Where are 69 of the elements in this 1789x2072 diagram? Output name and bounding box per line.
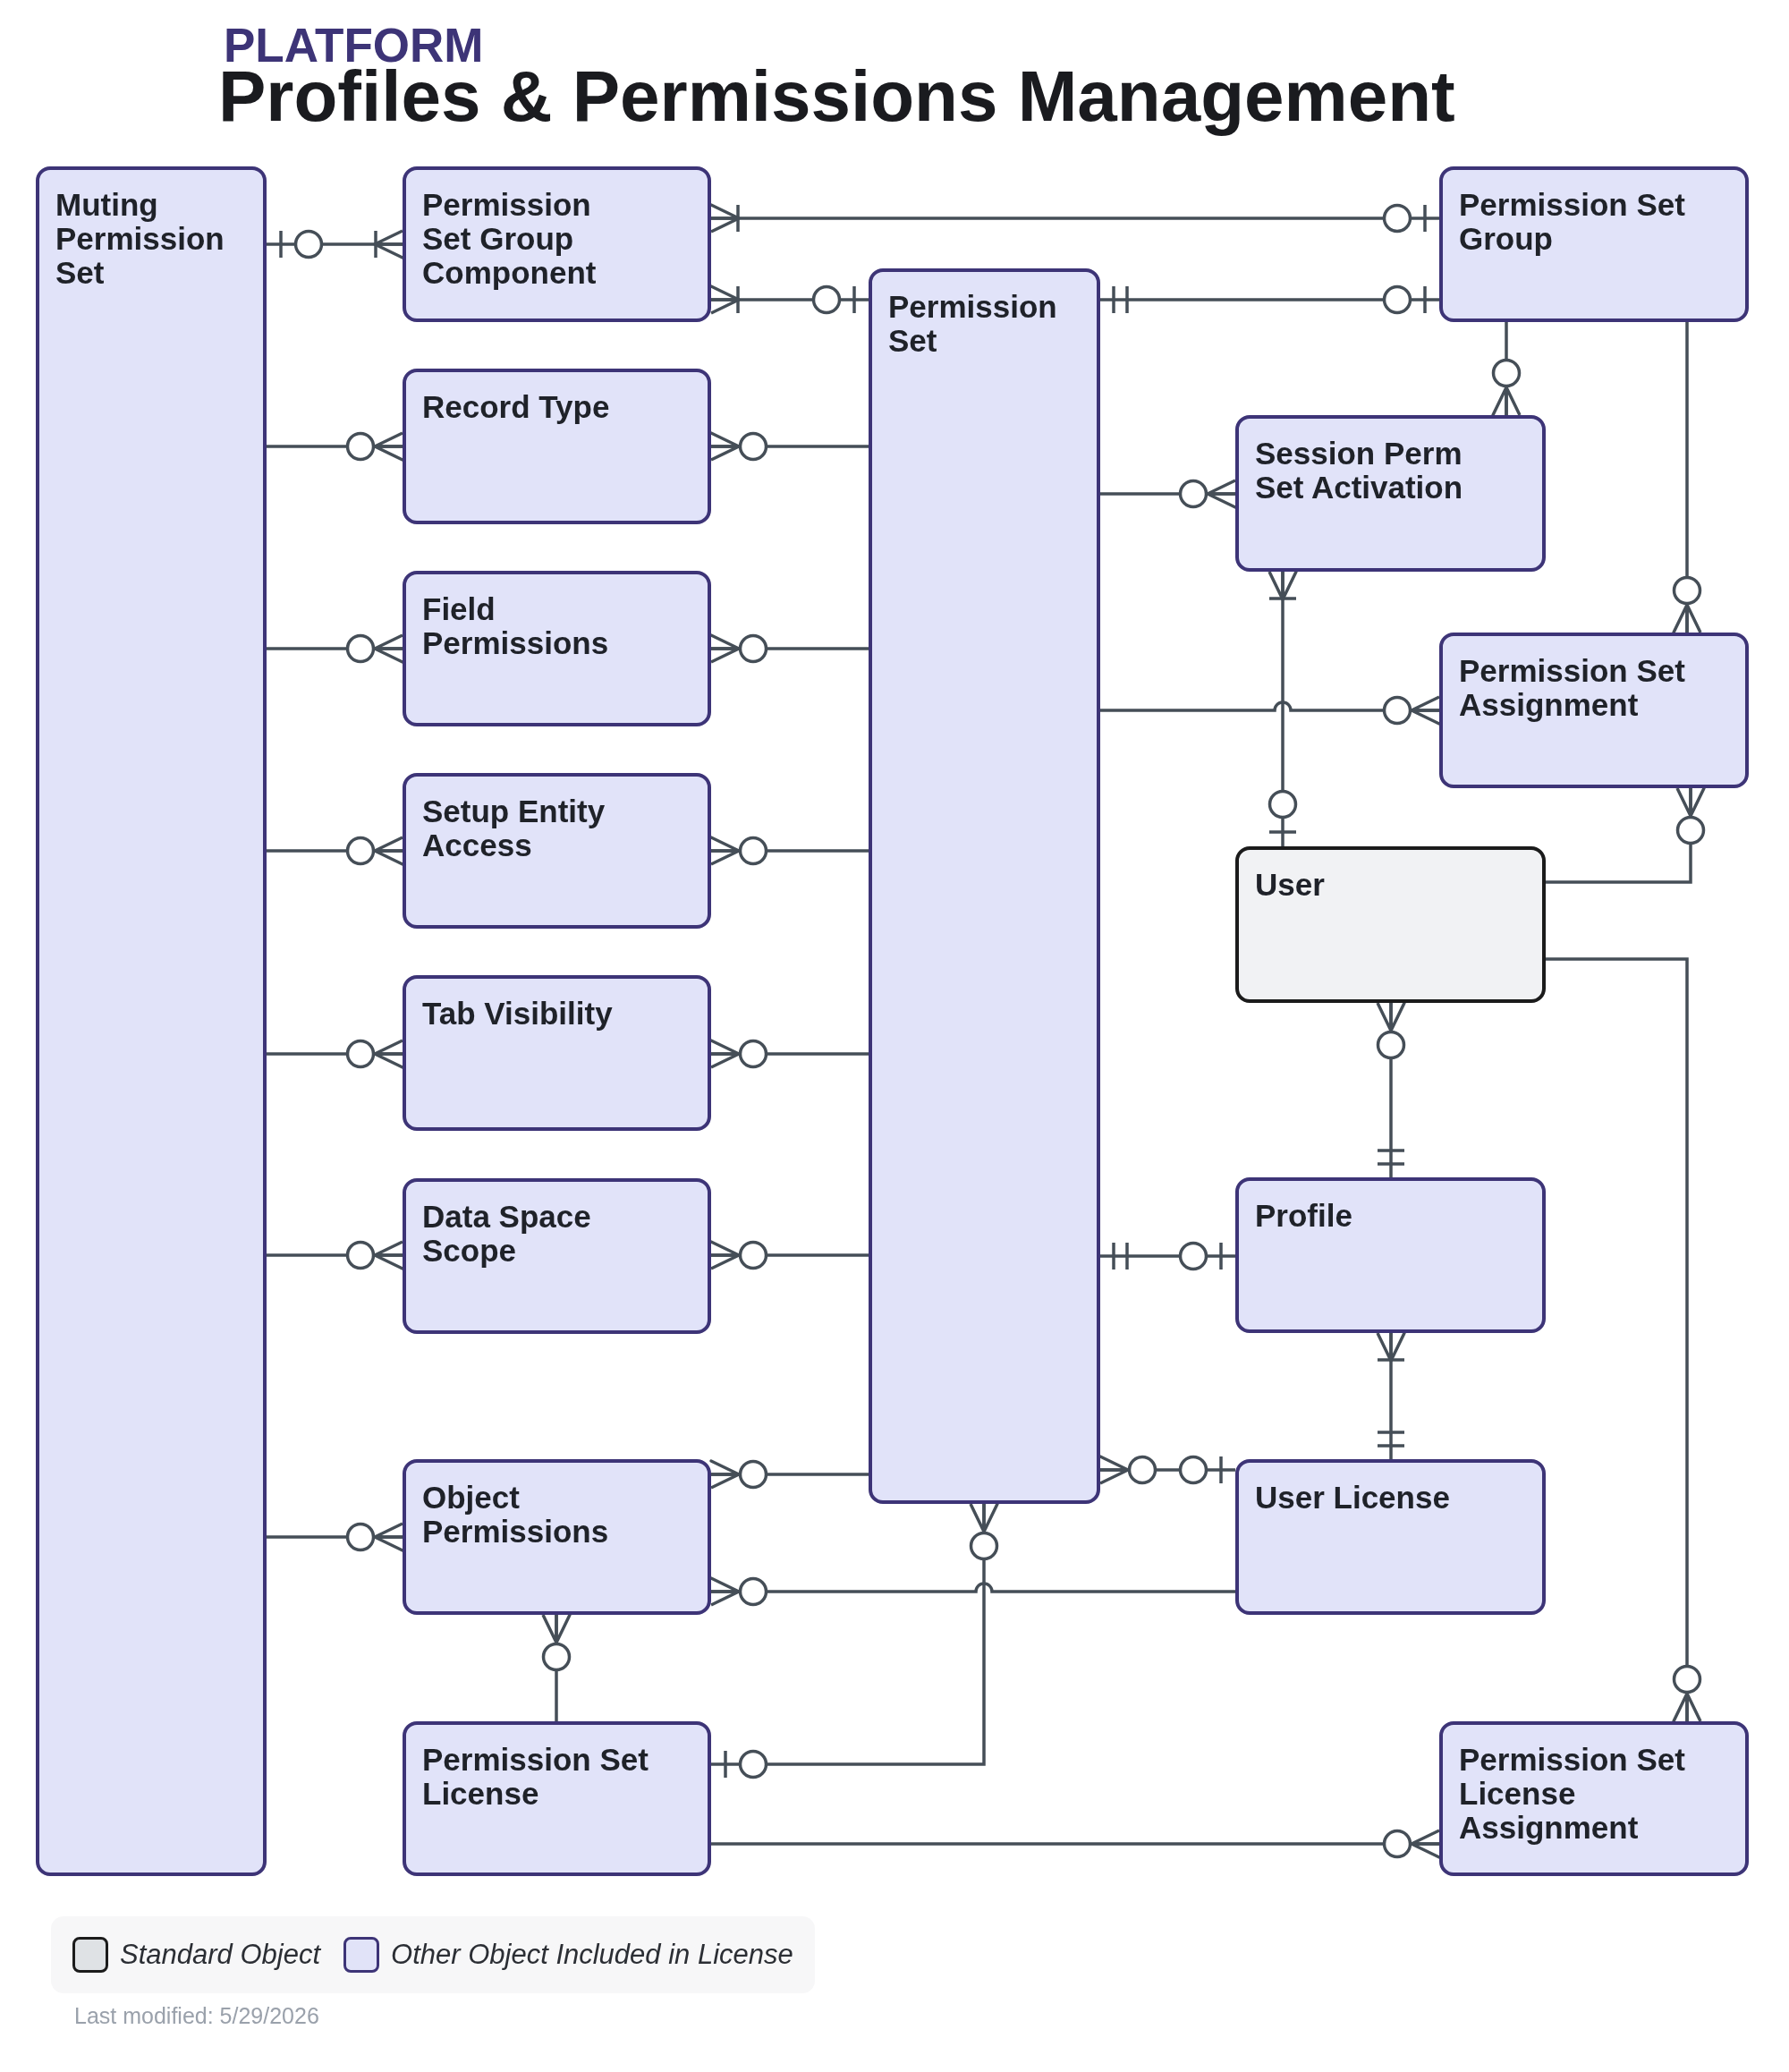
- relationship-line: [1100, 284, 1439, 315]
- relationship-line: [541, 1613, 572, 1721]
- relationship-line: [709, 431, 869, 462]
- entity-box: [869, 268, 1100, 1504]
- relationship-line: [709, 1459, 869, 1490]
- relationship-line: [709, 1576, 1235, 1607]
- entity-name: Permission Set Assignment: [1459, 654, 1686, 722]
- relationship-line: [711, 1502, 999, 1779]
- relationship-line: [1100, 1241, 1235, 1271]
- relationship-line: [1672, 322, 1702, 634]
- entity-name: Field Permissions: [422, 592, 610, 660]
- entity-name: Muting Permission Set: [55, 188, 225, 290]
- entity-name: Permission Set: [888, 290, 1058, 358]
- legend-label: Standard Object: [120, 1938, 321, 1972]
- entity-box: [403, 1459, 711, 1615]
- relationship-line: [1100, 479, 1237, 509]
- entity-name: User License: [1255, 1481, 1450, 1515]
- entity-box: [1235, 1459, 1546, 1615]
- entity-name: Profile: [1255, 1199, 1352, 1233]
- entity-name: Record Type: [422, 390, 610, 424]
- relationship-line: [709, 203, 1439, 234]
- entity-name: User: [1255, 868, 1325, 902]
- relationship-line: [1098, 1455, 1235, 1485]
- entity-name: Permission Set License Assignment: [1459, 1743, 1686, 1845]
- relationship-line: [1268, 570, 1298, 846]
- entity-name: Object Permissions: [422, 1481, 610, 1549]
- relationship-line: [1546, 957, 1702, 1723]
- relationship-line: [711, 1829, 1441, 1859]
- entity-box: [36, 166, 267, 1876]
- relationship-line: [709, 1240, 869, 1270]
- entity-box: [403, 1721, 711, 1876]
- category-label: PLATFORM: [224, 21, 484, 69]
- entity-box: [403, 975, 711, 1131]
- relationship-line: [267, 1522, 404, 1552]
- entity-box: [403, 166, 711, 322]
- relationship-line: [1376, 1001, 1406, 1177]
- entity-name: Setup Entity Access: [422, 794, 606, 862]
- entity-box: [1235, 846, 1546, 1003]
- relationship-line: [709, 284, 869, 315]
- relationship-line: [267, 431, 404, 462]
- entity-box: [1439, 1721, 1749, 1876]
- entity-box: [403, 369, 711, 524]
- relationship-line: [267, 229, 404, 259]
- relationship-line: [267, 1240, 404, 1270]
- relationship-line: [267, 836, 404, 866]
- relationship-line: [1491, 322, 1522, 417]
- legend-label: Other Object Included in License: [391, 1938, 793, 1972]
- relationship-line: [709, 1039, 869, 1069]
- entity-name: Session Perm Set Activation: [1255, 437, 1464, 505]
- entity-name: Permission Set License: [422, 1743, 649, 1811]
- entity-box: [403, 571, 711, 726]
- entity-box: [1439, 633, 1749, 788]
- relationship-line: [1376, 1331, 1406, 1459]
- relationship-line: [1546, 786, 1706, 884]
- relationship-line: [709, 633, 869, 664]
- entity-name: Tab Visibility: [422, 997, 613, 1031]
- relationship-line: [267, 1039, 404, 1069]
- entity-box: [1235, 415, 1546, 572]
- entity-box: [1235, 1177, 1546, 1333]
- entity-box: [1439, 166, 1749, 322]
- entity-name: Data Space Scope: [422, 1200, 592, 1268]
- entity-name: Permission Set Group Component: [422, 188, 598, 290]
- entity-name: Permission Set Group: [1459, 188, 1686, 256]
- entity-box: [403, 1178, 711, 1334]
- last-modified-note: Last modified: 5/29/2026: [74, 2002, 319, 2029]
- relationship-line: [267, 633, 404, 664]
- relationship-line: [709, 836, 869, 866]
- relationship-line: [1100, 695, 1441, 726]
- entity-box: [403, 773, 711, 929]
